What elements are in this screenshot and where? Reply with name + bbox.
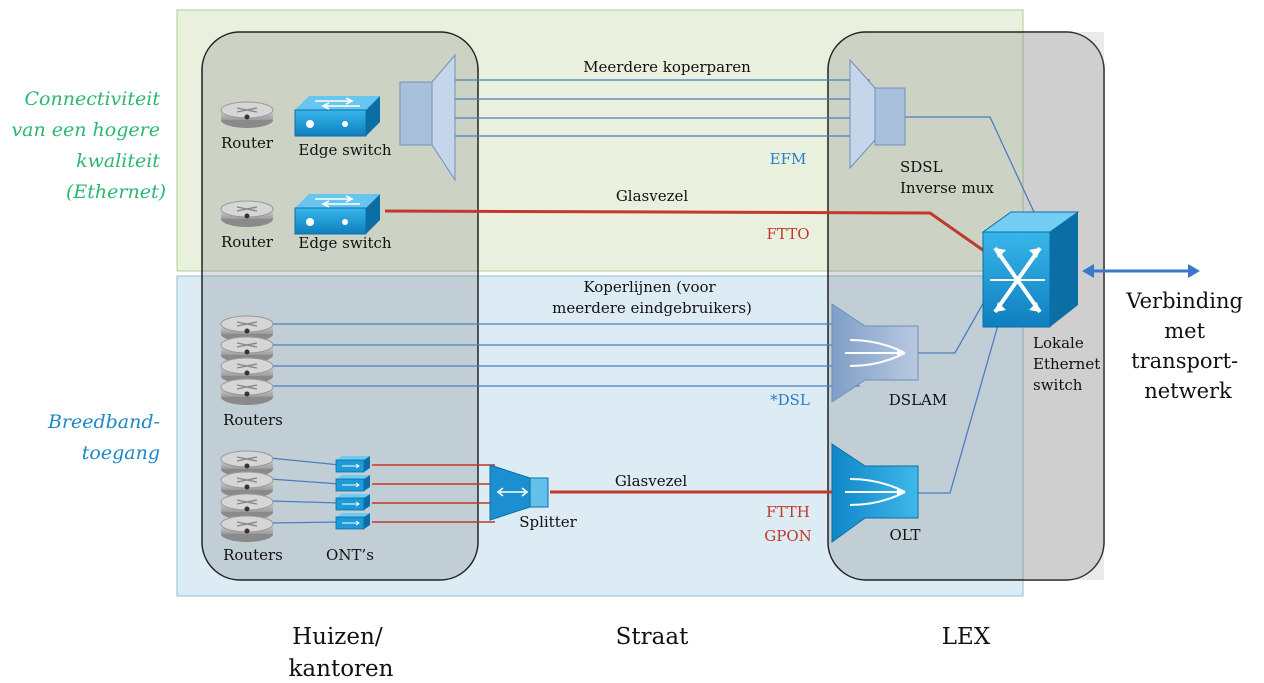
ftto-label: FTTO: [767, 225, 810, 243]
edge-switch-label: Edge switch: [298, 234, 392, 252]
onts-label: ONT’s: [326, 546, 374, 564]
dslam-icon: [831, 303, 919, 403]
ftth-label: FTTH: [766, 503, 810, 521]
router-label: Router: [221, 233, 274, 251]
olt-label: OLT: [889, 526, 920, 544]
routers-label: Routers: [223, 546, 283, 564]
ont-icon: [335, 512, 371, 530]
copper-pairs-label: Meerdere koperparen: [583, 58, 751, 76]
lex-switch-label: Lokale Ethernet switch: [1033, 334, 1105, 394]
dsl-lines: [262, 323, 860, 387]
street-zone-label: Straat: [616, 624, 689, 650]
inverse-mux-icon: [399, 53, 456, 182]
dslam-label: DSLAM: [889, 391, 947, 409]
ont-icon: [335, 493, 371, 511]
copper-lines-label: Koperlijnen (voor meerdere eindgebruiker…: [552, 278, 752, 317]
router-icon: [220, 378, 274, 406]
router-icon: [220, 515, 274, 543]
routers-label: Routers: [223, 411, 283, 429]
dslam-uplink: [918, 299, 986, 354]
ftto-fiber: [384, 209, 991, 257]
ont-icon: [335, 474, 371, 492]
ont-splitter-fibers: [372, 464, 495, 523]
router-label: Router: [221, 134, 274, 152]
edge-switch-icon: [294, 194, 380, 235]
transport-label: Verbinding met transport- netwerk: [1125, 289, 1249, 403]
gpon-label: GPON: [764, 527, 812, 545]
dsl-label: *DSL: [770, 391, 810, 409]
homes-zone: [201, 31, 479, 581]
router-icon: [220, 101, 274, 129]
sdsl-inverse-mux-icon: [849, 58, 906, 170]
edge-switch-label: Edge switch: [298, 141, 392, 159]
transport-arrow: [1082, 264, 1200, 278]
router-ont-links: [269, 457, 341, 524]
sdsl-uplink: [905, 116, 1041, 226]
lex-zone: [827, 31, 1105, 581]
lex-ethernet-switch-icon: [981, 211, 1080, 328]
ont-icon: [335, 455, 371, 473]
lex-zone-label: LEX: [942, 624, 991, 650]
olt-uplink: [918, 317, 1001, 494]
sdsl-label: SDSL Inverse mux: [900, 158, 994, 197]
fiber-label: Glasvezel: [616, 187, 689, 205]
olt-icon: [831, 443, 919, 543]
fiber-label: Glasvezel: [615, 472, 688, 490]
ethernet-label: Connectiviteit van een hogere kwaliteit …: [11, 88, 166, 203]
efm-label: EFM: [770, 150, 807, 168]
router-icon: [220, 200, 274, 228]
edge-switch-icon: [294, 96, 380, 137]
splitter-icon: [489, 464, 549, 521]
splitter-label: Splitter: [519, 513, 577, 531]
homes-zone-label: Huizen/ kantoren: [289, 624, 394, 682]
broadband-label: Breedband- toegang: [47, 411, 166, 464]
